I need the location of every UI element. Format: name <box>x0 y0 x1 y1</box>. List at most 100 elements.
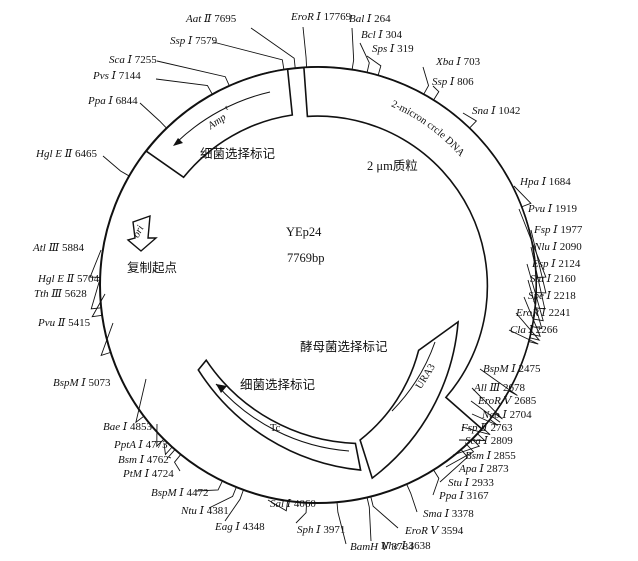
amp-arrowhead <box>173 138 183 146</box>
tc-label: Tc <box>270 423 281 434</box>
site-label: Hgl E Ⅱ 6465 <box>35 148 97 160</box>
bacteria-marker-top-label: 细菌选择标记 <box>200 147 276 161</box>
site-enzyme: Bcl Ⅰ <box>361 29 386 41</box>
site-position: 2855 <box>494 450 517 462</box>
site-enzyme: EroR Ⅴ <box>404 525 441 537</box>
site-position: 2809 <box>491 435 514 447</box>
micron-region-label: 2 μm质粒 <box>367 158 418 173</box>
site-label: Tth Ⅲ 5628 <box>34 288 87 300</box>
site-label: EroR Ⅴ 3594 <box>404 525 464 537</box>
site-label: Sph Ⅰ 3971 <box>297 524 345 536</box>
site-label: Esp Ⅰ 2124 <box>531 258 581 270</box>
site-label: EroR Ⅰ 17769 <box>290 11 352 23</box>
site-enzyme: Bae Ⅰ <box>103 421 130 433</box>
bacteria-marker-bottom-label: 细菌选择标记 <box>240 378 316 392</box>
plasmid-size: 7769bp <box>287 251 325 265</box>
site-label: Sal Ⅰ 4060 <box>270 498 316 510</box>
site-enzyme: BspM Ⅰ <box>483 363 519 375</box>
site-label: Apa Ⅰ 2873 <box>458 463 509 475</box>
site-position: 6844 <box>116 95 139 107</box>
site-position: 2160 <box>554 273 577 285</box>
site-position: 2475 <box>519 363 542 375</box>
site-tick <box>432 469 440 496</box>
site-enzyme: Hgl E Ⅱ <box>35 148 75 160</box>
site-enzyme: Ppa Ⅰ <box>438 490 467 502</box>
site-position: 2218 <box>554 290 577 302</box>
site-position: 2266 <box>536 324 559 336</box>
site-label: Bsm Ⅰ 4762 <box>118 454 169 466</box>
site-tick <box>102 155 130 177</box>
site-enzyme: Sna Ⅰ <box>472 105 498 117</box>
site-label: Nhe Ⅰ 3638 <box>380 540 431 552</box>
site-position: 4381 <box>207 505 229 517</box>
site-tick <box>527 279 543 330</box>
site-enzyme: Bsm Ⅰ <box>118 454 147 466</box>
site-enzyme: Xba Ⅰ <box>435 56 464 68</box>
plasmid-name: YEp24 <box>286 225 322 239</box>
site-enzyme: Atl Ⅲ <box>32 242 62 254</box>
tc-arrowhead <box>216 384 227 393</box>
site-tick <box>513 185 532 208</box>
site-tick <box>91 293 106 318</box>
site-position: 3167 <box>467 490 490 502</box>
site-position: 3594 <box>441 525 464 537</box>
site-tick <box>208 486 237 509</box>
site-enzyme: Sca Ⅰ <box>465 435 491 447</box>
site-position: 5884 <box>62 242 85 254</box>
site-enzyme: Stu Ⅰ <box>448 477 472 489</box>
restriction-site-ticks <box>89 26 547 545</box>
site-label: Ssp Ⅰ 806 <box>432 76 474 88</box>
amp-arrow <box>176 91 271 143</box>
ori-marker: ori <box>126 214 158 252</box>
site-tick <box>336 502 347 545</box>
site-label: BspM Ⅰ 2475 <box>483 363 541 375</box>
tc-arrow <box>215 383 350 452</box>
site-enzyme: Sal Ⅰ <box>270 498 294 510</box>
site-position: 2763 <box>490 422 513 434</box>
site-label: Pvu Ⅱ 5415 <box>37 317 91 329</box>
site-position: 2124 <box>558 258 581 270</box>
site-label: Bsm Ⅰ 2855 <box>465 450 516 462</box>
site-label: BspM Ⅰ 5073 <box>53 377 111 389</box>
site-label: PptA Ⅰ 4773 <box>113 439 168 451</box>
site-tick <box>212 41 285 70</box>
site-enzyme: Bsm Ⅰ <box>465 450 494 462</box>
site-position: 4773 <box>146 439 169 451</box>
site-enzyme: BamH Ⅴ <box>350 541 392 553</box>
amp-superscript: r <box>223 103 231 112</box>
site-enzyme: Pvu Ⅱ <box>37 317 68 329</box>
site-tick <box>195 480 223 492</box>
site-tick <box>89 249 102 278</box>
site-label: Sma Ⅰ 3378 <box>423 508 474 520</box>
site-tick <box>156 423 165 448</box>
site-position: 5415 <box>68 317 91 329</box>
site-label: Aat Ⅱ 7695 <box>185 13 237 25</box>
site-position: 5704 <box>77 273 100 285</box>
site-tick <box>479 368 518 396</box>
site-label: EroR Ⅴ 2685 <box>477 395 537 407</box>
site-position: 1977 <box>560 224 583 236</box>
site-tick <box>439 449 469 483</box>
site-label: Sca Ⅰ 7255 <box>109 54 157 66</box>
site-label: Fsp Ⅱ 2763 <box>460 422 513 434</box>
site-position: 2873 <box>487 463 510 475</box>
site-enzyme: Hgl E Ⅱ <box>37 273 77 285</box>
site-enzyme: Ppa Ⅰ <box>87 95 116 107</box>
site-label: Hpa Ⅰ 1684 <box>519 176 571 188</box>
site-label: Atl Ⅲ 5884 <box>32 242 84 254</box>
site-position: 264 <box>374 13 391 25</box>
site-position: 319 <box>397 43 414 55</box>
site-enzyme: Hpa Ⅰ <box>519 176 549 188</box>
site-enzyme: Ssp Ⅰ <box>170 35 195 47</box>
site-enzyme: All Ⅲ <box>473 382 503 394</box>
site-tick <box>139 102 167 129</box>
site-position: 7255 <box>135 54 158 66</box>
site-tick <box>432 85 440 101</box>
site-position: 2678 <box>503 382 526 394</box>
site-position: 304 <box>386 29 403 41</box>
site-tick <box>155 78 213 95</box>
site-label: BamH Ⅴ 3784 <box>350 541 414 553</box>
site-position: 5628 <box>65 288 88 300</box>
site-tick <box>452 438 481 456</box>
site-enzyme: PptA Ⅰ <box>113 439 146 451</box>
